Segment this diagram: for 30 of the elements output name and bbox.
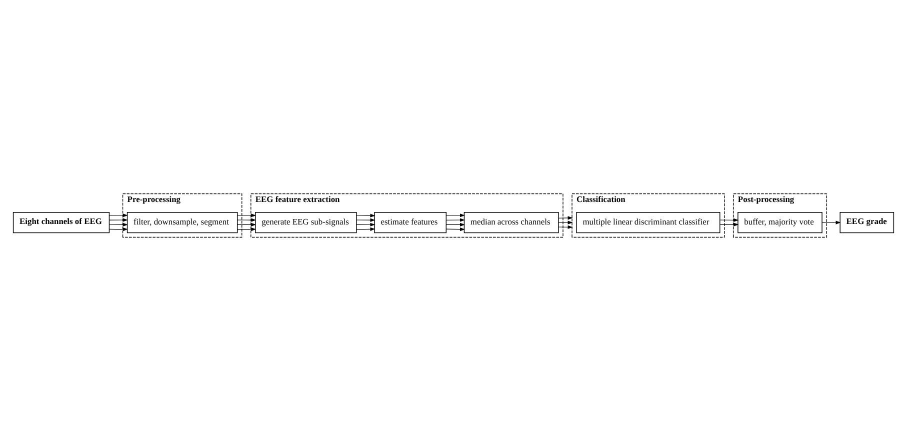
arrow — [109, 222, 128, 226]
arrow — [109, 227, 128, 231]
arrow — [356, 213, 376, 217]
node-box: estimate features — [374, 212, 447, 233]
arrow — [237, 227, 256, 231]
arrow — [446, 213, 466, 217]
arrow — [237, 218, 256, 222]
arrow — [446, 227, 466, 231]
arrow — [237, 222, 256, 226]
node-box: Eight channels of EEG — [12, 212, 110, 233]
arrow — [720, 218, 739, 222]
arrow — [109, 218, 128, 222]
arrow — [356, 218, 376, 222]
arrow — [720, 222, 739, 226]
arrow — [109, 213, 128, 217]
node-box: generate EEG sub-signals — [255, 212, 357, 233]
arrow — [558, 224, 573, 228]
node-box: filter, downsample, segment — [126, 212, 238, 233]
node-box: buffer, majority vote — [738, 212, 822, 233]
arrow — [356, 226, 376, 230]
arrow — [237, 213, 256, 217]
arrow — [558, 216, 573, 220]
node-box: EEG grade — [840, 212, 894, 233]
arrow — [558, 220, 573, 224]
arrow — [446, 222, 466, 226]
node-box: median across channels — [464, 212, 559, 233]
node-box: multiple linear discriminant classifier — [576, 212, 720, 233]
arrow — [356, 222, 376, 226]
arrow — [822, 220, 841, 224]
arrow — [446, 218, 466, 222]
